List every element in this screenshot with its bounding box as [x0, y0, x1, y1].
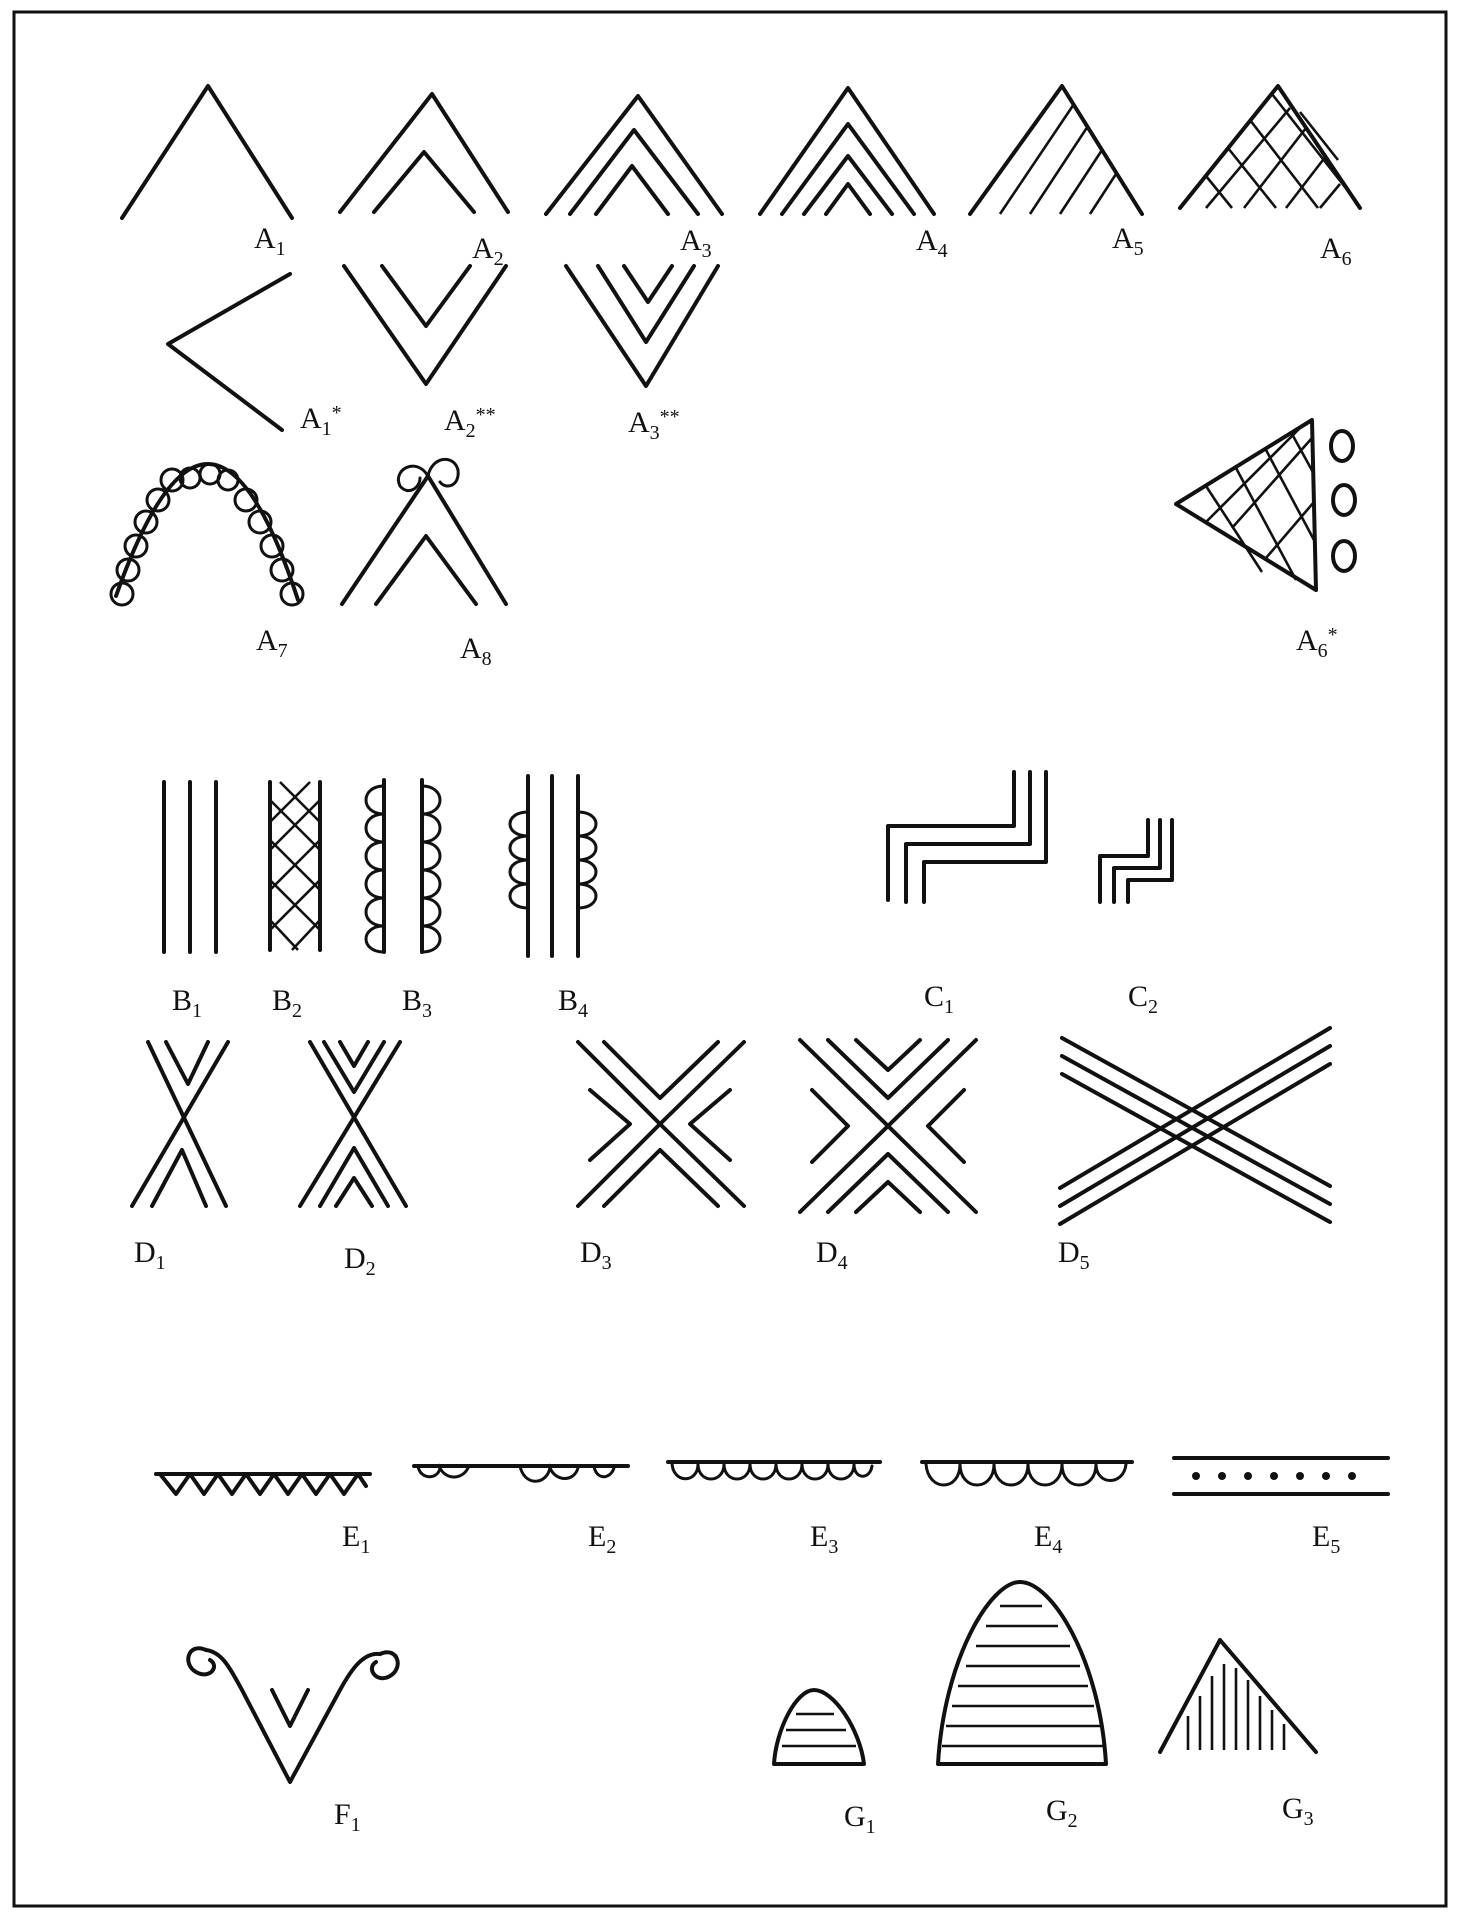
label-d3: D3	[580, 1236, 612, 1274]
label-a3-doublestar: A3**	[628, 406, 680, 444]
label-d4: D4	[816, 1236, 848, 1274]
label-e5: E5	[1312, 1520, 1340, 1558]
label-b4: B4	[558, 984, 588, 1022]
motif-d4	[800, 1040, 976, 1212]
label-b3: B3	[402, 984, 432, 1022]
label-d1: D1	[134, 1236, 166, 1274]
label-g2: G2	[1046, 1794, 1078, 1832]
label-a2-doublestar: A2**	[444, 404, 496, 442]
motif-b3	[366, 780, 440, 952]
label-c1: C1	[924, 980, 954, 1018]
motif-c1	[888, 772, 1046, 902]
motif-a3-doublestar	[566, 266, 718, 386]
plate-border	[14, 12, 1446, 1906]
label-a8: A8	[460, 632, 492, 670]
label-a6: A6	[1320, 232, 1352, 270]
motif-g1	[774, 1690, 864, 1764]
label-a7: A7	[256, 624, 288, 662]
motif-d5	[1060, 1028, 1330, 1224]
label-a6-star: A6*	[1296, 624, 1338, 662]
motif-g3	[1160, 1640, 1316, 1752]
label-e2: E2	[588, 1520, 616, 1558]
label-f1: F1	[334, 1798, 361, 1836]
motif-g2	[938, 1582, 1106, 1764]
motif-a1	[122, 86, 292, 218]
motif-f1	[188, 1648, 397, 1782]
motif-a8	[342, 459, 506, 604]
motif-d2	[300, 1042, 406, 1206]
label-g3: G3	[1282, 1792, 1314, 1830]
motif-b2	[270, 782, 320, 950]
motif-a6	[1180, 86, 1360, 208]
motif-a2	[340, 94, 508, 212]
label-a5: A5	[1112, 222, 1144, 260]
motif-b4	[510, 776, 596, 956]
label-e1: E1	[342, 1520, 370, 1558]
motif-a2-doublestar	[344, 266, 506, 384]
motif-c2	[1100, 820, 1172, 902]
label-e3: E3	[810, 1520, 838, 1558]
motif-e1	[156, 1474, 370, 1494]
motif-a7	[111, 464, 303, 605]
motif-a5	[970, 86, 1142, 214]
motif-a1-star	[168, 274, 290, 430]
motif-e3	[668, 1462, 880, 1479]
label-c2: C2	[1128, 980, 1158, 1018]
label-a4: A4	[916, 224, 948, 262]
label-b1: B1	[172, 984, 202, 1022]
label-d5: D5	[1058, 1236, 1090, 1274]
label-b2: B2	[272, 984, 302, 1022]
label-a1-star: A1*	[300, 402, 342, 440]
motif-d1	[132, 1042, 228, 1206]
motif-e4	[922, 1462, 1132, 1485]
label-d2: D2	[344, 1242, 376, 1280]
motif-d3	[578, 1042, 744, 1206]
motif-a4	[760, 88, 934, 214]
motif-b1	[164, 782, 216, 952]
motif-e2	[414, 1466, 628, 1481]
label-e4: E4	[1034, 1520, 1062, 1558]
motif-a3	[546, 96, 722, 214]
label-a3: A3	[680, 224, 712, 262]
label-a1: A1	[254, 222, 286, 260]
label-a2: A2	[472, 232, 504, 270]
motif-e5	[1174, 1458, 1388, 1494]
label-g1: G1	[844, 1800, 876, 1838]
motif-a6-star	[1176, 420, 1355, 590]
